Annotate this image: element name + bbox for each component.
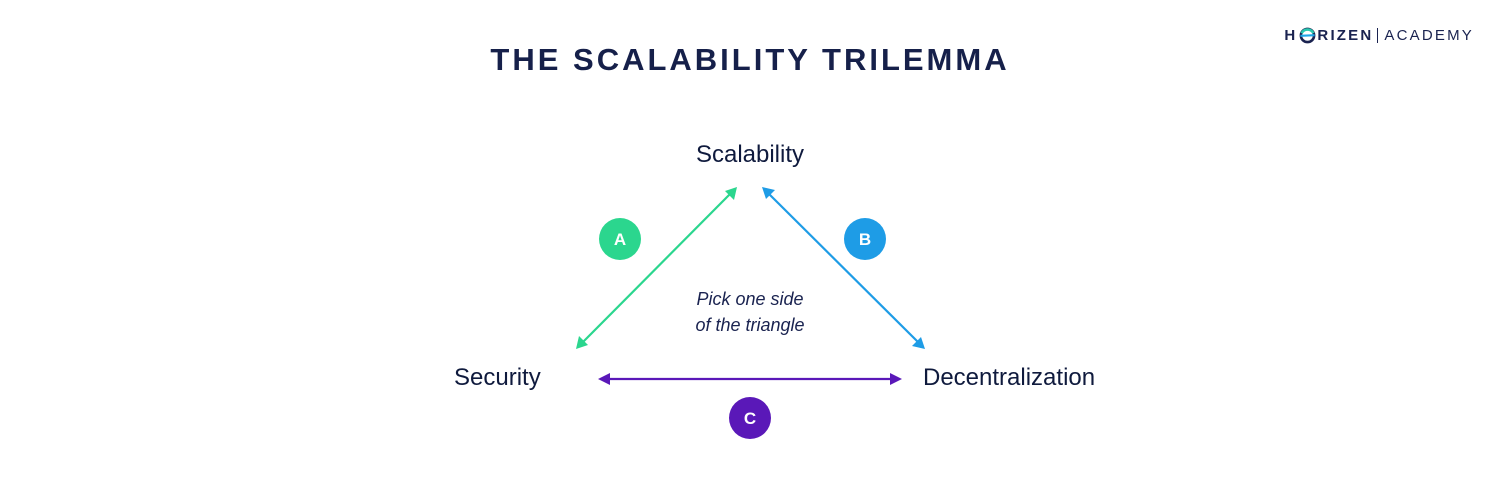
side-c-badge: C bbox=[729, 397, 771, 439]
side-b-label: B bbox=[859, 230, 871, 249]
side-a-badge: A bbox=[599, 218, 641, 260]
diagram-title: THE SCALABILITY TRILEMMA bbox=[490, 42, 1010, 77]
node-decentralization: Decentralization bbox=[923, 364, 1096, 391]
side-c-arrow bbox=[598, 373, 902, 385]
center-note-line-1: Pick one side bbox=[696, 289, 804, 309]
horizen-o-logo-icon bbox=[1297, 27, 1317, 44]
brand-product: ACADEMY bbox=[1384, 26, 1474, 44]
center-note-line-2: of the triangle bbox=[695, 315, 805, 335]
brand-logo: H RIZEN ACADEMY bbox=[1284, 24, 1474, 46]
brand-name-rest: RIZEN bbox=[1317, 26, 1374, 44]
side-c-label: C bbox=[744, 409, 756, 428]
side-a-label: A bbox=[614, 230, 626, 249]
brand-divider bbox=[1377, 27, 1379, 43]
brand-letter-h: H bbox=[1284, 26, 1298, 44]
node-scalability: Scalability bbox=[695, 141, 805, 168]
side-b-badge: B bbox=[844, 218, 886, 260]
side-a-arrow bbox=[576, 187, 737, 349]
node-security: Security bbox=[454, 364, 541, 391]
center-note: Pick one side of the triangle bbox=[600, 286, 900, 338]
side-b-arrow bbox=[762, 187, 925, 349]
